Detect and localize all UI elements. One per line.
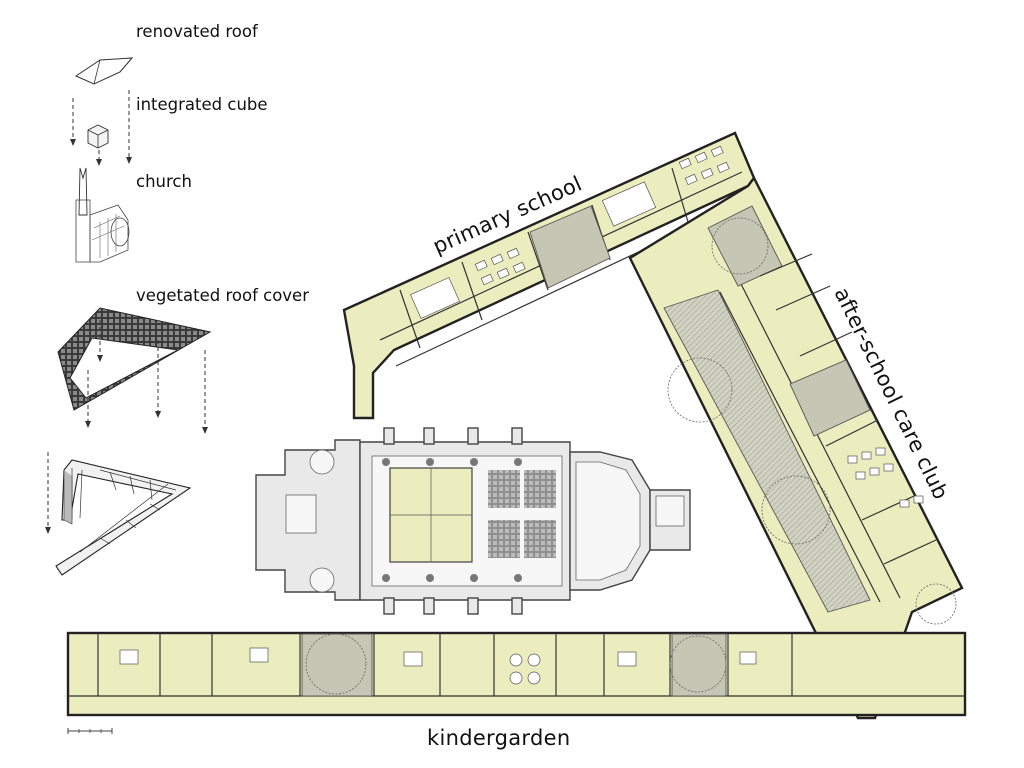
roof-icon <box>74 57 134 85</box>
kindergarden-room-dividers <box>97 633 793 696</box>
legend-arrows-bottom <box>45 320 208 534</box>
after-school-wing <box>628 175 964 720</box>
tree-icon <box>915 583 957 625</box>
primary-school-wing <box>342 131 756 420</box>
tree-icon <box>667 357 733 423</box>
legend-label-integrated-cube: integrated cube <box>136 95 268 114</box>
care-club-tables <box>847 447 924 508</box>
tree-icon <box>761 475 831 545</box>
legend-label-renovated-roof: renovated roof <box>136 22 259 41</box>
tree-icon <box>305 633 367 695</box>
church-pews <box>488 470 556 558</box>
kindergarden-furniture <box>119 647 757 685</box>
tree-icon <box>669 635 727 693</box>
scale-bar <box>67 728 113 734</box>
building-volume-icon <box>55 459 192 576</box>
legend-arrows-top <box>70 90 132 166</box>
kindergarden-wing <box>66 631 967 717</box>
legend-label-church: church <box>136 172 192 191</box>
church-buttresses <box>383 427 523 615</box>
church-icon <box>75 167 130 263</box>
cube-icon <box>87 124 109 149</box>
church-piers <box>382 458 522 582</box>
legend: renovated roof integrated cube church ve <box>45 22 309 576</box>
classroom-desks <box>474 145 730 286</box>
church-plan <box>255 427 691 615</box>
tree-icon <box>711 217 769 275</box>
kindergarden-label: kindergarden <box>427 726 570 750</box>
vegetated-roof-icon <box>57 307 212 411</box>
legend-label-vegetated-roof: vegetated roof cover <box>136 286 309 305</box>
